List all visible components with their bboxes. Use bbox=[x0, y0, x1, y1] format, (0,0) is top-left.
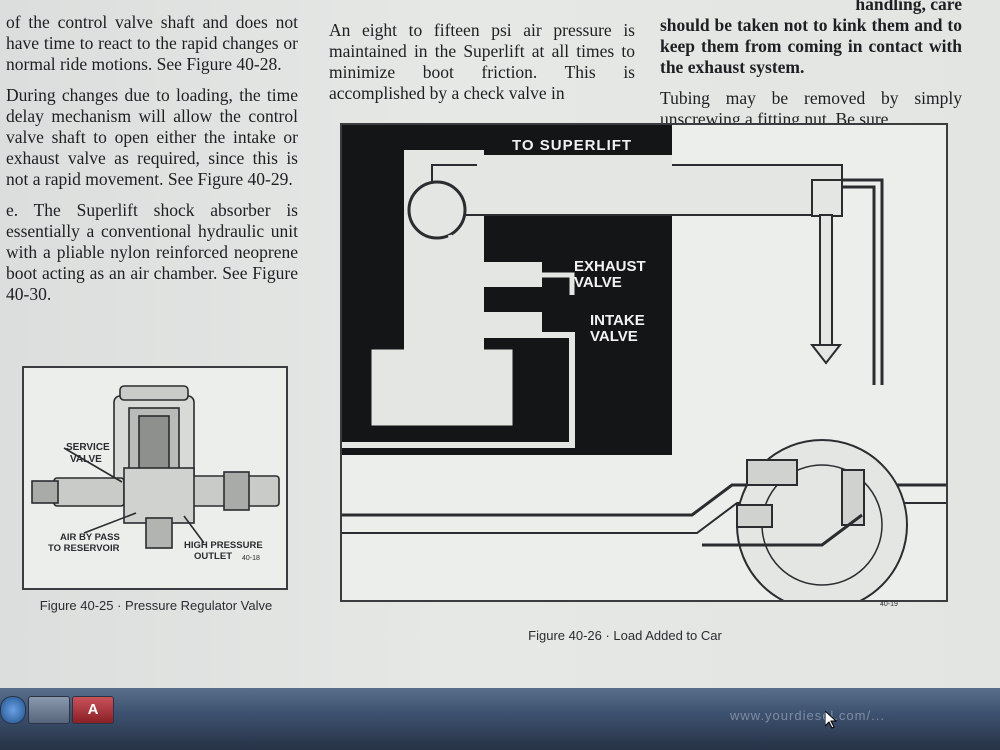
file-explorer-icon[interactable] bbox=[28, 696, 70, 724]
figure-code: 40-19 bbox=[880, 601, 898, 608]
label-exhaust-valve: EXHAUST VALVE bbox=[574, 258, 646, 291]
mouse-cursor-icon bbox=[825, 711, 837, 729]
taskbar: A www.yourdiesel.com/... bbox=[0, 688, 1000, 750]
text-column-middle: An eight to fifteen psi air pressure is … bbox=[329, 20, 635, 114]
windows-start-icon[interactable] bbox=[0, 696, 26, 724]
paragraph: During changes due to loading, the time … bbox=[6, 85, 298, 189]
figure-code: 40-18 bbox=[242, 555, 260, 562]
text-column-left: of the control valve shaft and does not … bbox=[6, 12, 298, 315]
superlift-diagram bbox=[342, 125, 946, 611]
watermark-url: www.yourdiesel.com/... bbox=[730, 708, 885, 723]
warning-text: should be taken not to kink them and to … bbox=[660, 15, 962, 77]
pdf-reader-icon[interactable]: A bbox=[72, 696, 114, 724]
figure-caption: Figure 40-26 · Load Added to Car bbox=[528, 628, 722, 643]
paragraph: e. The Superlift shock absorber is essen… bbox=[6, 200, 298, 304]
text-column-right: handling, care should be taken not to ki… bbox=[660, 0, 962, 140]
figure-load-added: TO SUPERLIFT EXHAUST VALVE INTAKE VALVE … bbox=[340, 123, 948, 611]
paragraph: An eight to fifteen psi air pressure is … bbox=[329, 20, 635, 103]
partial-heading: handling, care bbox=[855, 0, 962, 14]
label-intake-valve: INTAKE VALVE bbox=[590, 312, 645, 345]
figure-caption: Figure 40-25 · Pressure Regulator Valve bbox=[39, 598, 273, 613]
label-to-superlift: TO SUPERLIFT bbox=[512, 137, 633, 154]
monitor-screen: of the control valve shaft and does not … bbox=[0, 0, 1000, 700]
paragraph: of the control valve shaft and does not … bbox=[6, 12, 298, 74]
